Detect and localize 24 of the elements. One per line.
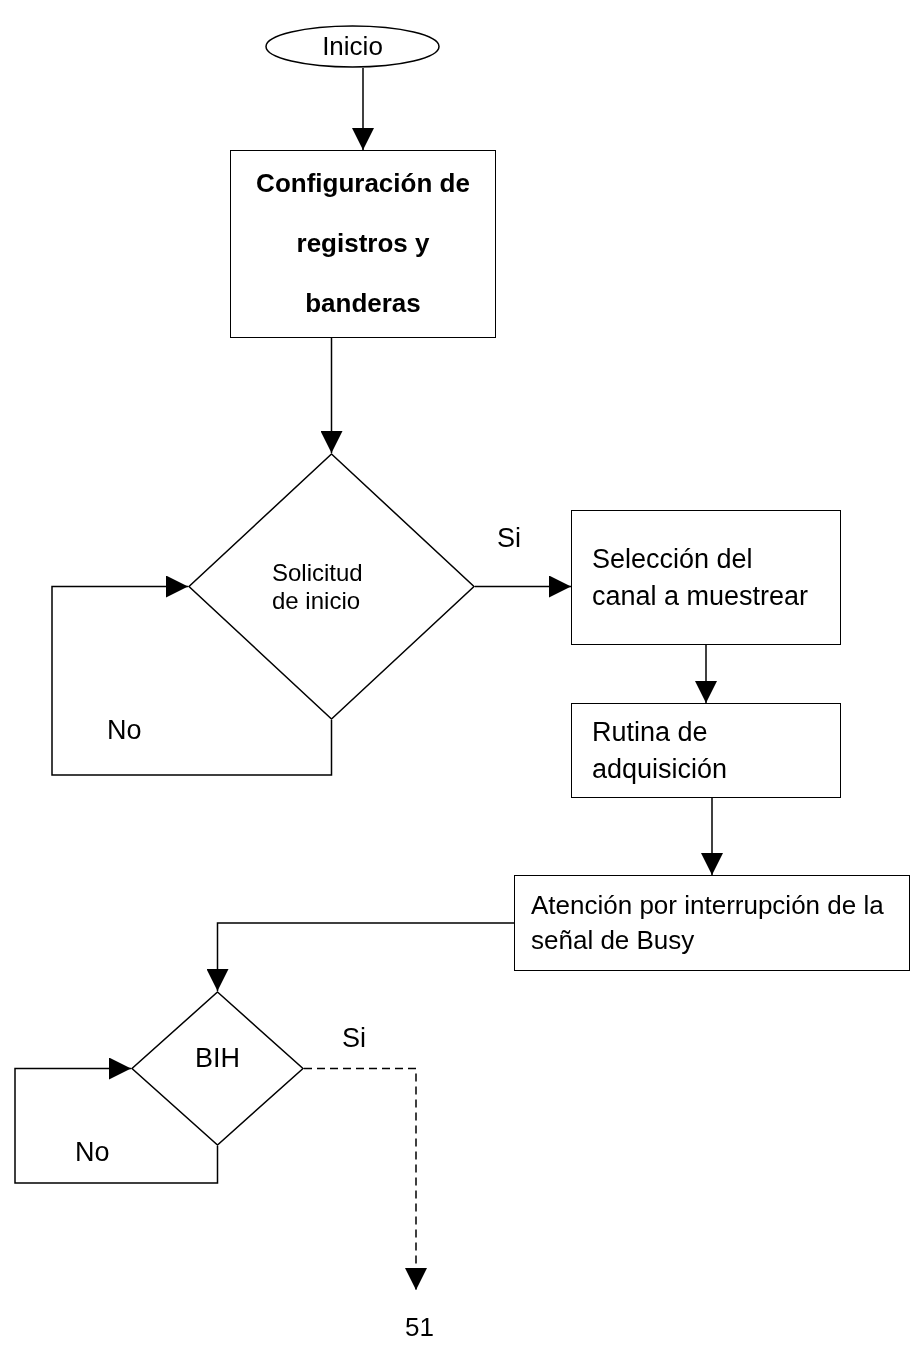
process-box [571, 703, 841, 798]
node-text: Solicitud de inicio [272, 558, 364, 615]
node-text: Configuración de registros y banderas [255, 167, 471, 320]
process-box [514, 875, 910, 971]
node-text: Selección del canal a muestrear [592, 543, 810, 613]
arrow [352, 67, 374, 151]
start-terminal [265, 25, 440, 68]
arrow [320, 337, 343, 454]
node-text: BIH [195, 1042, 240, 1075]
arrow [695, 644, 717, 704]
decision-diamond [188, 453, 475, 720]
arrow [701, 797, 723, 876]
arrow [303, 1067, 427, 1291]
node-text: Rutina de adquisición [592, 716, 729, 786]
node-text: Atención por interrupción de la señal de Busy [531, 888, 885, 957]
node-text: Inicio [322, 30, 383, 63]
decision-diamond [131, 991, 304, 1146]
arrow [206, 922, 515, 992]
arrow [474, 575, 572, 598]
arrow [14, 1057, 219, 1184]
process-box [230, 150, 496, 338]
page-number: 51 [405, 1312, 434, 1343]
process-box [571, 510, 841, 645]
arrow [51, 575, 333, 776]
